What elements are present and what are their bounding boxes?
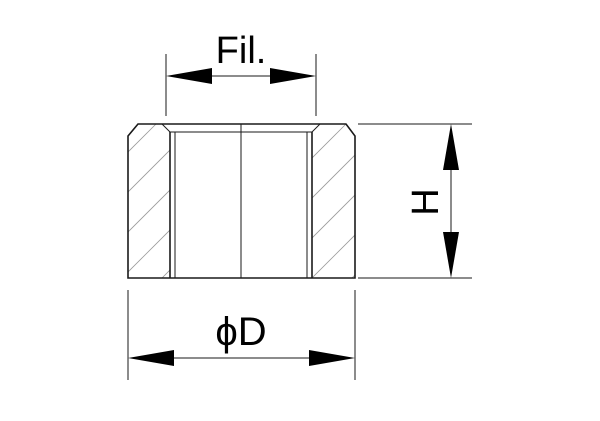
thread-label: Fil. — [216, 30, 267, 72]
height-dimension: H — [358, 123, 472, 279]
diameter-label: ϕD — [215, 310, 266, 354]
diameter-arrow-right — [309, 350, 355, 366]
part-outline — [127, 123, 356, 279]
bore-chamfer-left — [161, 123, 171, 133]
thread-arrow-left — [166, 68, 212, 84]
height-label: H — [405, 188, 447, 215]
left-wall-hatching — [128, 124, 170, 278]
bore-chamfer-right — [311, 123, 321, 133]
thread-arrow-right — [270, 68, 316, 84]
height-arrow-top — [443, 124, 459, 170]
thread-dimension: Fil. — [165, 30, 317, 116]
part-section-view — [127, 123, 356, 279]
diameter-dimension: ϕD — [127, 290, 356, 380]
diameter-arrow-left — [128, 350, 174, 366]
height-arrow-bottom — [443, 232, 459, 278]
right-wall-hatching — [312, 124, 355, 278]
